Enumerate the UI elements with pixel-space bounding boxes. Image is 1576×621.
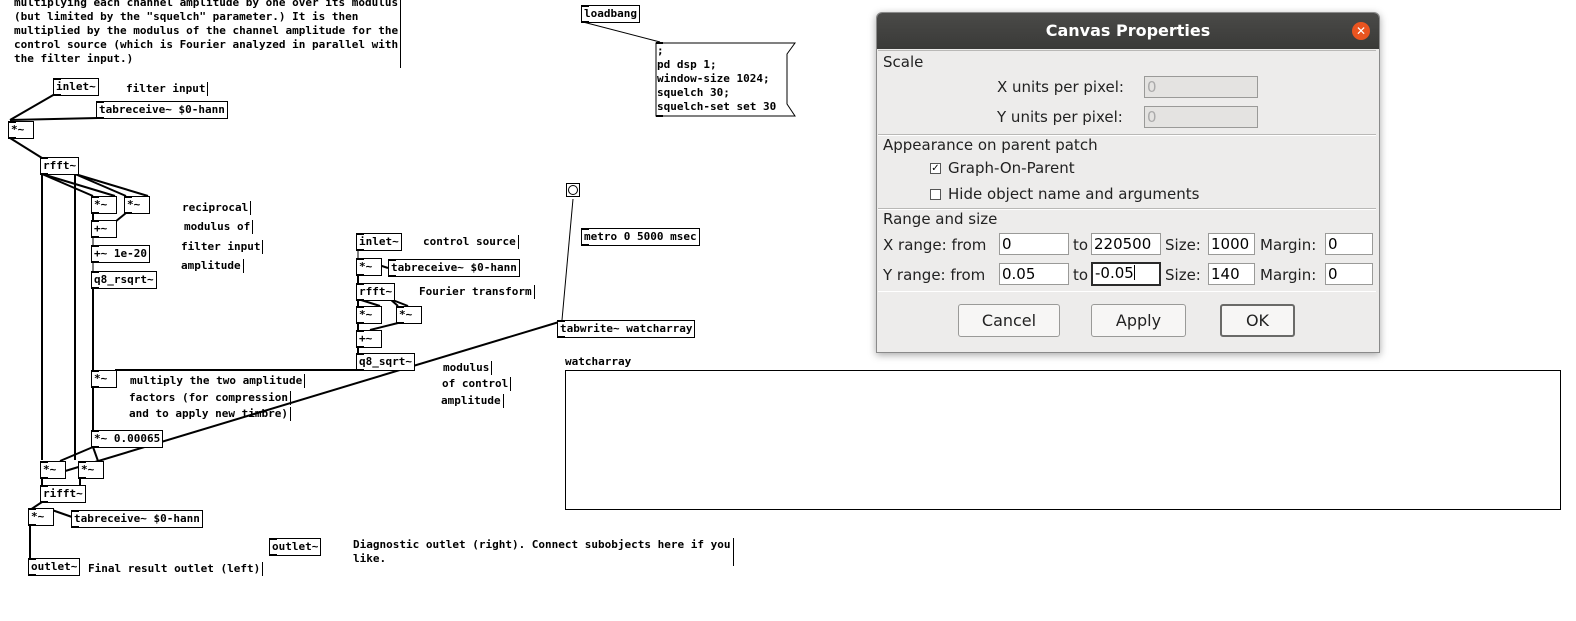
- range-section: Range and size X range: from 0 to 220500…: [878, 208, 1376, 292]
- add-control-obj[interactable]: +~: [356, 330, 382, 348]
- multiply-control-1[interactable]: *~: [356, 258, 382, 276]
- y-range-to-field[interactable]: -0.05: [1091, 262, 1161, 286]
- rfft-control-obj[interactable]: rfft~: [356, 283, 396, 301]
- range-section-title: Range and size: [883, 210, 998, 228]
- x-size-label: Size:: [1165, 236, 1201, 254]
- gop-label: Graph-On-Parent: [948, 159, 1075, 177]
- x-range-from-label: X range: from: [883, 236, 987, 254]
- outlet-right[interactable]: outlet~: [269, 538, 322, 556]
- hide-name-checkbox[interactable]: [930, 189, 941, 200]
- multiply-amplitude-obj[interactable]: *~: [91, 370, 117, 388]
- comment-control-source: control source: [423, 235, 519, 249]
- comment-fourier: Fourier transform: [419, 285, 535, 299]
- comment-of-control: of control: [442, 377, 512, 391]
- x-margin-field[interactable]: 0: [1325, 233, 1373, 255]
- rfft-obj[interactable]: rfft~: [40, 157, 80, 175]
- gop-checkbox[interactable]: ✓: [930, 163, 941, 174]
- multiply-control-3[interactable]: *~: [396, 306, 422, 324]
- comment-multiply-3: and to apply new timbre): [129, 407, 291, 421]
- x-range-from-field[interactable]: 0: [999, 233, 1069, 255]
- rifft-obj[interactable]: rifft~: [40, 485, 86, 503]
- comment-modulus-of: modulus of: [184, 220, 254, 234]
- tabwrite-obj[interactable]: tabwrite~ watcharray: [557, 320, 696, 338]
- scale-section-title: Scale: [883, 53, 924, 71]
- close-icon[interactable]: ✕: [1352, 22, 1370, 40]
- y-size-field[interactable]: 140: [1208, 263, 1255, 285]
- inlet-control[interactable]: inlet~: [356, 233, 402, 251]
- comment-filter-input-2: filter input: [181, 240, 264, 254]
- tabreceive-hann-1[interactable]: tabreceive~ $0-hann: [96, 101, 228, 119]
- y-margin-label: Margin:: [1260, 266, 1317, 284]
- array-name-label: watcharray: [565, 355, 632, 368]
- ok-button[interactable]: OK: [1220, 304, 1295, 337]
- apply-button[interactable]: Apply: [1091, 304, 1186, 337]
- description-comment: multiplying each channel amplitude by on…: [14, 0, 402, 68]
- q8-sqrt-obj[interactable]: q8_sqrt~: [356, 353, 415, 371]
- q8-rsqrt-obj[interactable]: q8_rsqrt~: [91, 271, 157, 289]
- x-units-field[interactable]: 0: [1144, 76, 1258, 98]
- metro-obj[interactable]: metro 0 5000 msec: [581, 228, 700, 246]
- y-size-label: Size:: [1165, 266, 1201, 284]
- tabreceive-hann-control[interactable]: tabreceive~ $0-hann: [388, 259, 520, 277]
- add-epsilon-obj[interactable]: +~ 1e-20: [91, 245, 150, 263]
- message-box-outline: [655, 42, 796, 117]
- x-range-to-label: to: [1073, 236, 1089, 254]
- multiply-obj-6[interactable]: *~: [28, 508, 54, 526]
- loadbang-obj[interactable]: loadbang: [581, 5, 640, 23]
- bang-button[interactable]: [566, 183, 580, 197]
- appearance-section-title: Appearance on parent patch: [883, 136, 1098, 154]
- y-range-from-field[interactable]: 0.05: [999, 263, 1069, 285]
- hide-name-label: Hide object name and arguments: [948, 185, 1200, 203]
- multiply-obj-5[interactable]: *~: [78, 461, 104, 479]
- x-range-to-field[interactable]: 220500: [1091, 233, 1161, 255]
- scale-section: Scale X units per pixel: 0 Y units per p…: [878, 50, 1376, 136]
- tabreceive-hann-2[interactable]: tabreceive~ $0-hann: [71, 510, 203, 528]
- dialog-titlebar[interactable]: Canvas Properties ✕: [877, 13, 1379, 49]
- dialog-title: Canvas Properties: [1045, 21, 1211, 40]
- comment-reciprocal: reciprocal: [182, 201, 252, 215]
- multiply-obj-1[interactable]: *~: [8, 121, 34, 139]
- x-size-field[interactable]: 1000: [1208, 233, 1255, 255]
- y-range-to-value: -0.05: [1095, 264, 1134, 282]
- comment-multiply-2: factors (for compression: [129, 391, 291, 405]
- y-margin-field[interactable]: 0: [1325, 263, 1373, 285]
- comment-multiply-1: multiply the two amplitude: [130, 374, 306, 388]
- canvas-properties-dialog: Canvas Properties ✕ Scale X units per pi…: [876, 12, 1380, 353]
- x-margin-label: Margin:: [1260, 236, 1317, 254]
- comment-final-result: Final result outlet (left): [88, 562, 264, 576]
- y-units-label: Y units per pixel:: [997, 108, 1123, 126]
- cancel-button[interactable]: Cancel: [958, 304, 1060, 337]
- comment-modulus-2: modulus: [443, 361, 493, 375]
- comment-amplitude: amplitude: [181, 259, 244, 273]
- multiply-obj-4[interactable]: *~: [40, 461, 66, 479]
- dsp-message-box[interactable]: ; pd dsp 1; window-size 1024; squelch 30…: [655, 42, 796, 117]
- appearance-section: Appearance on parent patch ✓ Graph-On-Pa…: [878, 134, 1376, 210]
- inlet-filter[interactable]: inlet~: [53, 78, 99, 96]
- multiply-obj-3[interactable]: *~: [124, 196, 150, 214]
- comment-diagnostic: Diagnostic outlet (right). Connect subob…: [353, 538, 734, 566]
- outlet-left[interactable]: outlet~: [28, 558, 81, 576]
- y-units-field[interactable]: 0: [1144, 106, 1258, 128]
- message-text: ; pd dsp 1; window-size 1024; squelch 30…: [657, 44, 777, 113]
- y-range-from-label: Y range: from: [883, 266, 986, 284]
- watcharray-graph[interactable]: [565, 370, 1561, 510]
- x-units-label: X units per pixel:: [997, 78, 1124, 96]
- add-obj-1[interactable]: +~: [91, 220, 117, 238]
- multiply-obj-2[interactable]: *~: [91, 196, 117, 214]
- comment-amplitude-2: amplitude: [441, 394, 504, 408]
- multiply-control-2[interactable]: *~: [356, 306, 382, 324]
- multiply-gain-obj[interactable]: *~ 0.00065: [91, 430, 164, 448]
- y-range-to-label: to: [1073, 266, 1089, 284]
- comment-filter-input: filter input: [126, 82, 209, 96]
- text-caret: [1133, 265, 1135, 280]
